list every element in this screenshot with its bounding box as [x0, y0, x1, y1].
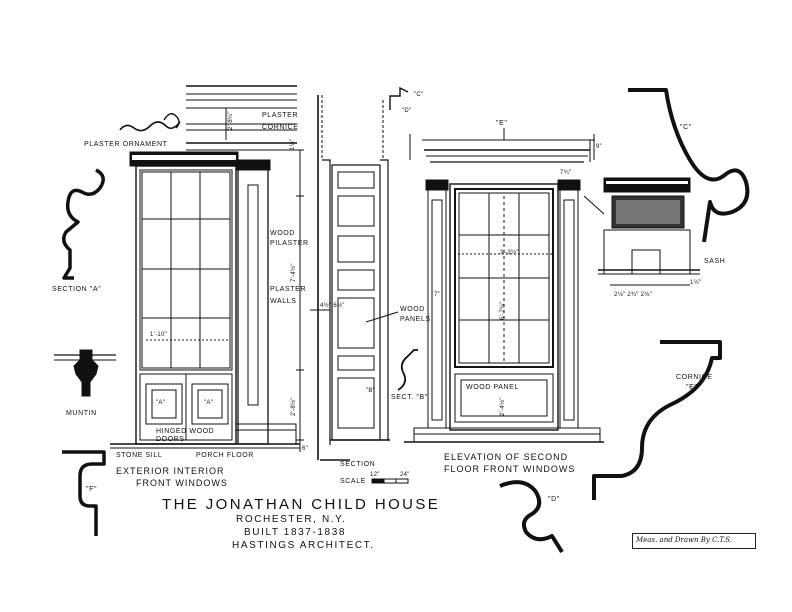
title-location: ROCHESTER, N.Y. — [236, 514, 347, 525]
plaster-ornament-label: PLASTER ORNAMENT — [84, 141, 168, 148]
front-windows-caption-1: EXTERIOR INTERIOR — [116, 466, 225, 476]
front-windows-elevation — [110, 85, 304, 452]
panel-a-left-label: "A" — [156, 400, 166, 406]
sect-b-label: SECT. "B" — [391, 394, 428, 401]
drawing-title: THE JONATHAN CHILD HOUSE — [162, 496, 441, 513]
scale-24-label: 24" — [400, 472, 410, 478]
pilaster-capital — [235, 159, 271, 171]
section-a-profile — [62, 168, 105, 280]
wood-pilaster-label-1: WOOD — [270, 230, 295, 237]
cornice-e-profile — [592, 340, 722, 500]
stone-sill-label: STONE SILL — [116, 452, 163, 459]
dim-label-3: 7'-4½" — [291, 263, 297, 282]
dim-label-6: 1½" — [290, 138, 296, 150]
section-c-tag: "C" — [414, 92, 424, 98]
elevation-caption-2: FLOOR FRONT WINDOWS — [444, 464, 576, 474]
section-a-label: SECTION "A" — [52, 286, 102, 293]
muntin-profile — [54, 349, 116, 397]
title-architect: HASTINGS ARCHITECT. — [232, 540, 375, 551]
dim-label-1: 2'-8¼" — [228, 111, 234, 130]
f-profile-label: "F" — [86, 486, 98, 493]
hinged-doors-label-2: DOORS — [156, 436, 185, 443]
c-profile-label: "C" — [680, 124, 692, 131]
elevation-caption-1: ELEVATION OF SECOND — [444, 452, 569, 462]
elevation-dim-6: 2'-4½" — [500, 397, 506, 416]
wood-panels-label-2: PANELS — [400, 316, 431, 323]
hinged-doors-label-1: HINGED WOOD — [156, 428, 215, 435]
muntin-label: MUNTIN — [66, 410, 97, 417]
elevation-dim-3: 3'-3½" — [500, 250, 519, 256]
elevation-dim-4: 6'-7¼" — [500, 301, 506, 320]
wood-pilaster-label-2: PILASTER — [270, 240, 309, 247]
plaster-walls-label-2: WALLS — [270, 298, 297, 305]
capital-left — [425, 179, 449, 191]
elevation-e-tag: "E" — [496, 120, 508, 127]
window-muntins-left — [141, 171, 231, 369]
cornice-e-label-2: "E" — [686, 384, 698, 391]
section-dim-label: 4½" 6½" — [320, 303, 345, 309]
section-b-tag: "B" — [366, 388, 376, 394]
second-floor-elevation — [404, 128, 604, 443]
f-profile — [62, 450, 106, 536]
signature-box — [632, 533, 756, 549]
sash-label: SASH — [704, 258, 726, 265]
plaster-ornament-scroll — [119, 121, 181, 132]
section-panels — [337, 171, 375, 429]
title-built: BUILT 1837-1838 — [244, 527, 347, 538]
elevation-dim-2: 7¾" — [560, 170, 572, 176]
elevation-dim-1: 9" — [596, 144, 603, 150]
plaster-walls-label-1: PLASTER — [270, 286, 307, 293]
dim-label-4: 2'-8½" — [291, 397, 297, 416]
elevation-dim-5: 7" — [434, 292, 441, 298]
detail-dims-label: 2⅛" 2¾" 2⅛" — [614, 292, 653, 298]
wood-panel — [454, 373, 554, 423]
plaster-cornice-label-1: PLASTER — [262, 112, 299, 119]
scale-label: SCALE — [340, 478, 366, 485]
door-panel-a-right — [191, 383, 229, 425]
section-d-tag: "D" — [402, 108, 412, 114]
scale-12-label: 12" — [370, 472, 380, 478]
porch-floor-label: PORCH FLOOR — [196, 452, 254, 459]
dim-label-2: 1'-10" — [150, 332, 168, 338]
section-label: SECTION — [340, 461, 376, 468]
detail-side-dim-label: 1½" — [690, 280, 702, 286]
window-section — [310, 86, 418, 484]
front-windows-caption-2: FRONT WINDOWS — [136, 478, 228, 488]
c-profile — [628, 88, 750, 243]
wood-panel-label: WOOD PANEL — [466, 384, 519, 391]
panel-a-right-label: "A" — [204, 400, 214, 406]
dim-label-5: 6" — [302, 446, 309, 452]
capital-right — [557, 179, 581, 191]
door-panel-a-left — [145, 383, 183, 425]
d-profile — [499, 480, 564, 554]
window-muntins-right — [458, 192, 550, 364]
plaster-cornice-label-2: CORNICE — [262, 124, 299, 131]
cornice-e-label-1: CORNICE — [676, 374, 713, 381]
d-profile-label: "D" — [548, 496, 560, 503]
signature-text: Meas. and Drawn By C.T.S. — [636, 536, 733, 544]
wood-panels-label-1: WOOD — [400, 306, 425, 313]
cornice-ornament-detail — [583, 177, 700, 286]
